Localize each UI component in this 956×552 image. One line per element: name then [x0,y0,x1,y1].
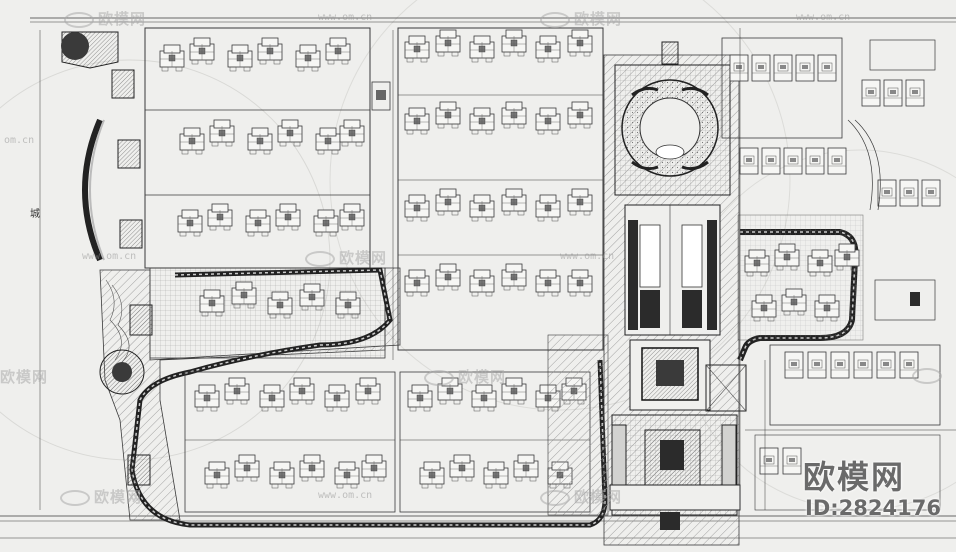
watermark-url-top-right: www.om.cn [796,12,851,23]
watermark-brand-top-center: 欧模网 [540,8,622,29]
watermark-url-bottom-center: www.om.cn [318,490,373,501]
watermark-brand-bottom-left: 欧模网 [60,486,142,507]
watermark-brand-bottom-center: 欧模网 [540,486,622,507]
watermark-logo-icon [912,367,942,384]
watermark-logo-icon [305,250,335,267]
watermark-logo-icon [540,489,570,506]
watermark-logo-icon [64,11,94,28]
watermark-brand-right-edge [912,366,946,384]
watermark-brand-top-left: 欧模网 [64,8,146,29]
brand-badge-id: ID:2824176 [805,496,941,520]
watermark-url-mid-right: www.om.cn [560,251,615,262]
watermark-brand-mid-center: 欧模网 [305,247,387,268]
watermark-logo-icon [60,489,90,506]
watermark-url-top-center: www.om.cn [318,12,373,23]
watermark-brand-left: 欧模网 [0,368,49,386]
watermark-url-left: om.cn [4,135,35,146]
brand-badge-name: 欧模网 [803,458,906,496]
watermark-url-mid-left: www.om.cn [82,251,137,262]
watermark-logo-icon [540,11,570,28]
watermark-brand-center: 欧模网 [424,366,506,387]
watermark-logo-icon [424,369,454,386]
plan-side-label: 城 [30,209,40,220]
